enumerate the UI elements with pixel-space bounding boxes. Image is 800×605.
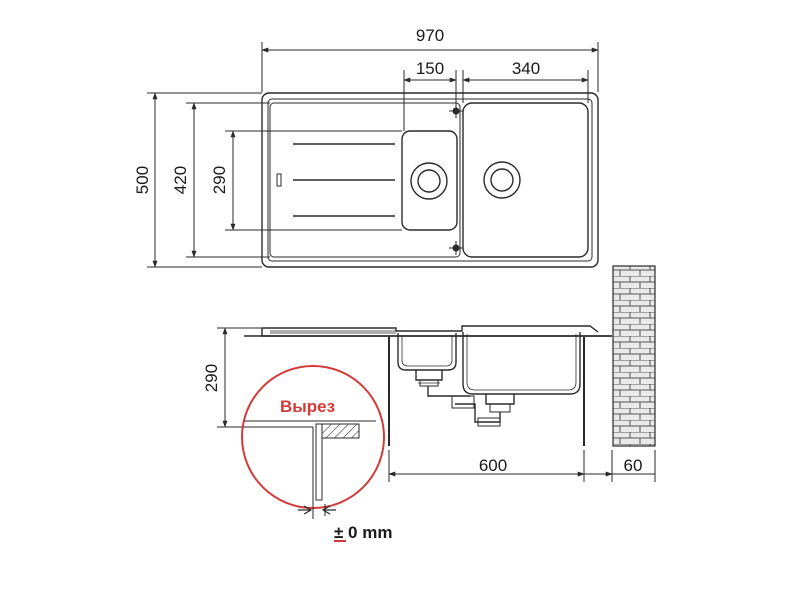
dim-label-420: 420 bbox=[171, 166, 190, 194]
large-bowl-drain-outer bbox=[483, 161, 521, 199]
large-bowl-drain-inner bbox=[490, 168, 514, 192]
dim-label-60: 60 bbox=[624, 456, 643, 475]
detail-arrow-left bbox=[298, 505, 313, 515]
detail-worktop-hatch bbox=[318, 423, 360, 439]
large-bowl-profile bbox=[462, 332, 581, 395]
cutout-label: Вырез bbox=[280, 397, 335, 416]
top-view-dimensions bbox=[147, 42, 599, 268]
cutout-detail bbox=[241, 365, 385, 519]
dim-label-150: 150 bbox=[416, 59, 444, 78]
small-bowl-profile bbox=[397, 333, 457, 371]
dim-label-290-top: 290 bbox=[210, 166, 229, 194]
small-bowl-drain-inner bbox=[417, 169, 441, 193]
overflow-slot bbox=[276, 173, 282, 187]
side-view-dimensions bbox=[217, 327, 656, 482]
small-drain bbox=[415, 370, 443, 381]
drainer-area bbox=[269, 102, 461, 258]
dim-label-340: 340 bbox=[512, 59, 540, 78]
top-view bbox=[261, 92, 599, 268]
overflow-connector bbox=[451, 395, 475, 409]
detail-cabinet-panel bbox=[315, 423, 323, 501]
dim-label-290-side: 290 bbox=[202, 364, 221, 392]
sink-inner-rim bbox=[267, 98, 593, 262]
tolerance-label: ± 0 mm bbox=[334, 523, 392, 542]
dim-label-970: 970 bbox=[416, 26, 444, 45]
trap-body bbox=[477, 417, 501, 427]
wall-bricks bbox=[612, 265, 656, 447]
tap-hole-top bbox=[449, 104, 463, 118]
small-bowl bbox=[401, 130, 458, 231]
side-view bbox=[244, 325, 612, 446]
dim-label-600: 600 bbox=[479, 456, 507, 475]
tap-hole-bottom bbox=[449, 241, 463, 255]
sink-profile-rim bbox=[261, 325, 612, 337]
small-bowl-drain-outer bbox=[410, 162, 448, 200]
sink-outline bbox=[261, 92, 599, 268]
large-bowl bbox=[462, 102, 589, 258]
dim-label-500: 500 bbox=[133, 166, 152, 194]
drainer-grooves bbox=[293, 143, 395, 217]
large-drain bbox=[485, 394, 515, 405]
